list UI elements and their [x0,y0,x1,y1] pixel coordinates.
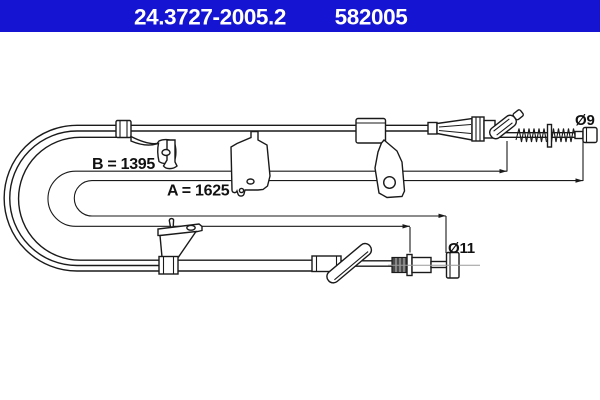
top-run-parts [115,109,598,199]
clevis-tip [512,109,524,121]
cable-outline [3,124,583,272]
bottom-bracket-gusset [159,230,198,258]
reference-number: 582005 [335,5,408,30]
dimension-b-label: B = 1395 [92,156,155,173]
clevis-line2 [496,122,513,136]
diagram-labels: B = 1395 A = 1625 Ø9 Ø11 [92,112,595,257]
cable-clamp [158,255,179,275]
cable-sleeve [115,119,132,139]
clevis [489,109,524,140]
leaf-clip [326,242,373,284]
bottom-bracket-hole [186,224,196,231]
bottom-bracket-pin [168,217,175,228]
diameter-9-label: Ø9 [575,112,595,129]
frame-bracket-plate [355,117,387,144]
header-bar: 24.3727-2005.2 582005 [0,0,600,32]
dimension-a-label: A = 1625 [167,183,230,200]
hanger-bracket [230,130,271,197]
dimension-a-line [73,180,583,217]
dimension-b-line [47,170,507,227]
diameter-11-label: Ø11 [448,240,475,257]
end-rod [574,130,584,140]
header-background [0,0,600,32]
bottom-run-parts [157,217,480,284]
arrow-a-top [575,178,583,183]
return-spring [515,123,577,148]
spring-coils-left [515,128,548,143]
leaf-clip-body [326,242,373,284]
arrow-a-bottom [438,213,446,218]
spring-flange [546,123,553,148]
ribbed-collar [471,116,485,142]
cap-9 [582,126,598,144]
part-number: 24.3727-2005.2 [134,5,286,30]
leaf-clip-edge [334,251,369,281]
cone-line1 [438,123,472,128]
cone-line2 [438,129,472,135]
hanger-bracket-hole [246,178,255,185]
bottom-rod [430,260,448,269]
hook-bracket-strip [162,139,178,170]
dimension-lines [47,139,584,253]
frame-bracket-hole [383,175,397,189]
frame-bracket-strap [374,139,406,199]
hanger-bracket-body [230,130,271,197]
hook-bracket-hole [161,148,171,157]
ferrule [427,121,438,135]
cable-outer-edge [3,124,430,272]
arrow-b-top [499,169,507,174]
hook-bracket [130,135,178,170]
cable-inner-edge [17,136,312,261]
clevis-line1 [493,118,510,132]
cable-middle-edge [9,130,430,267]
frame-bracket [355,117,406,199]
arrow-b-bottom [402,224,410,229]
hanger-bracket-rivet [238,187,245,194]
conduit-cone [436,117,473,141]
spring-coils-right [550,128,577,143]
bottom-bracket [157,217,203,275]
